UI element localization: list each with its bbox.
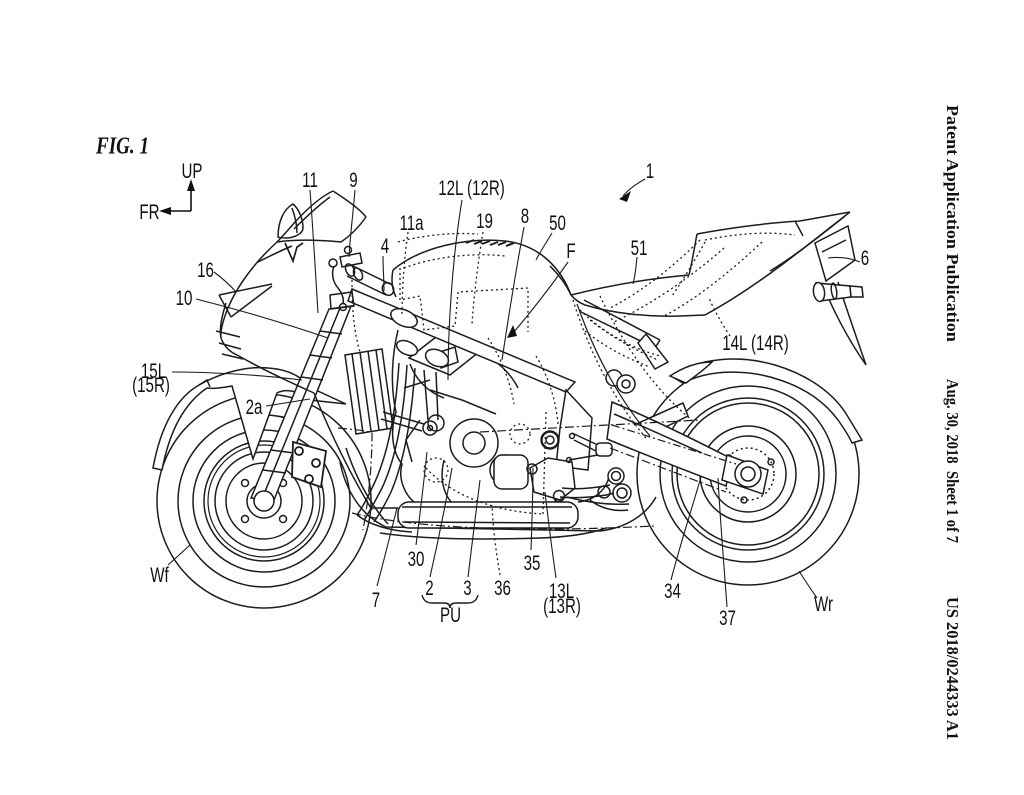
- svg-text:PU: PU: [440, 602, 461, 626]
- svg-text:11: 11: [302, 167, 318, 191]
- svg-text:FR: FR: [139, 199, 159, 223]
- svg-text:9: 9: [349, 167, 357, 191]
- svg-text:51: 51: [631, 235, 648, 259]
- svg-text:36: 36: [494, 575, 511, 599]
- svg-text:19: 19: [476, 208, 493, 232]
- svg-text:1: 1: [646, 158, 654, 182]
- svg-text:30: 30: [408, 546, 425, 570]
- svg-text:15L: 15L: [141, 358, 166, 382]
- svg-text:37: 37: [719, 605, 736, 629]
- svg-text:2: 2: [425, 575, 433, 599]
- svg-text:FIG. 1: FIG. 1: [95, 132, 149, 159]
- svg-text:13L: 13L: [549, 578, 574, 602]
- svg-text:Patent Application Publication: Patent Application Publication: [943, 105, 962, 342]
- svg-text:7: 7: [372, 587, 380, 611]
- svg-text:US 2018/0244333 A1: US 2018/0244333 A1: [943, 597, 962, 740]
- svg-text:Wr: Wr: [814, 591, 833, 615]
- svg-text:Wf: Wf: [150, 562, 169, 586]
- svg-text:16: 16: [197, 257, 214, 281]
- svg-text:8: 8: [521, 203, 529, 227]
- svg-text:UP: UP: [182, 158, 203, 182]
- svg-text:2a: 2a: [246, 394, 263, 418]
- svg-text:6: 6: [861, 245, 869, 269]
- svg-text:34: 34: [664, 578, 681, 602]
- svg-text:50: 50: [549, 210, 566, 234]
- svg-text:10: 10: [176, 285, 193, 309]
- svg-text:(15R): (15R): [132, 372, 170, 396]
- svg-text:4: 4: [381, 233, 389, 257]
- svg-text:Aug. 30, 2018 Sheet 1 of 7: Aug. 30, 2018 Sheet 1 of 7: [943, 379, 961, 543]
- svg-text:11a: 11a: [399, 210, 424, 234]
- svg-text:3: 3: [463, 575, 471, 599]
- svg-text:F: F: [566, 238, 575, 262]
- svg-text:(13R): (13R): [543, 593, 581, 617]
- svg-text:35: 35: [524, 550, 541, 574]
- svg-text:12L (12R): 12L (12R): [438, 175, 505, 199]
- svg-text:14L (14R): 14L (14R): [722, 330, 789, 354]
